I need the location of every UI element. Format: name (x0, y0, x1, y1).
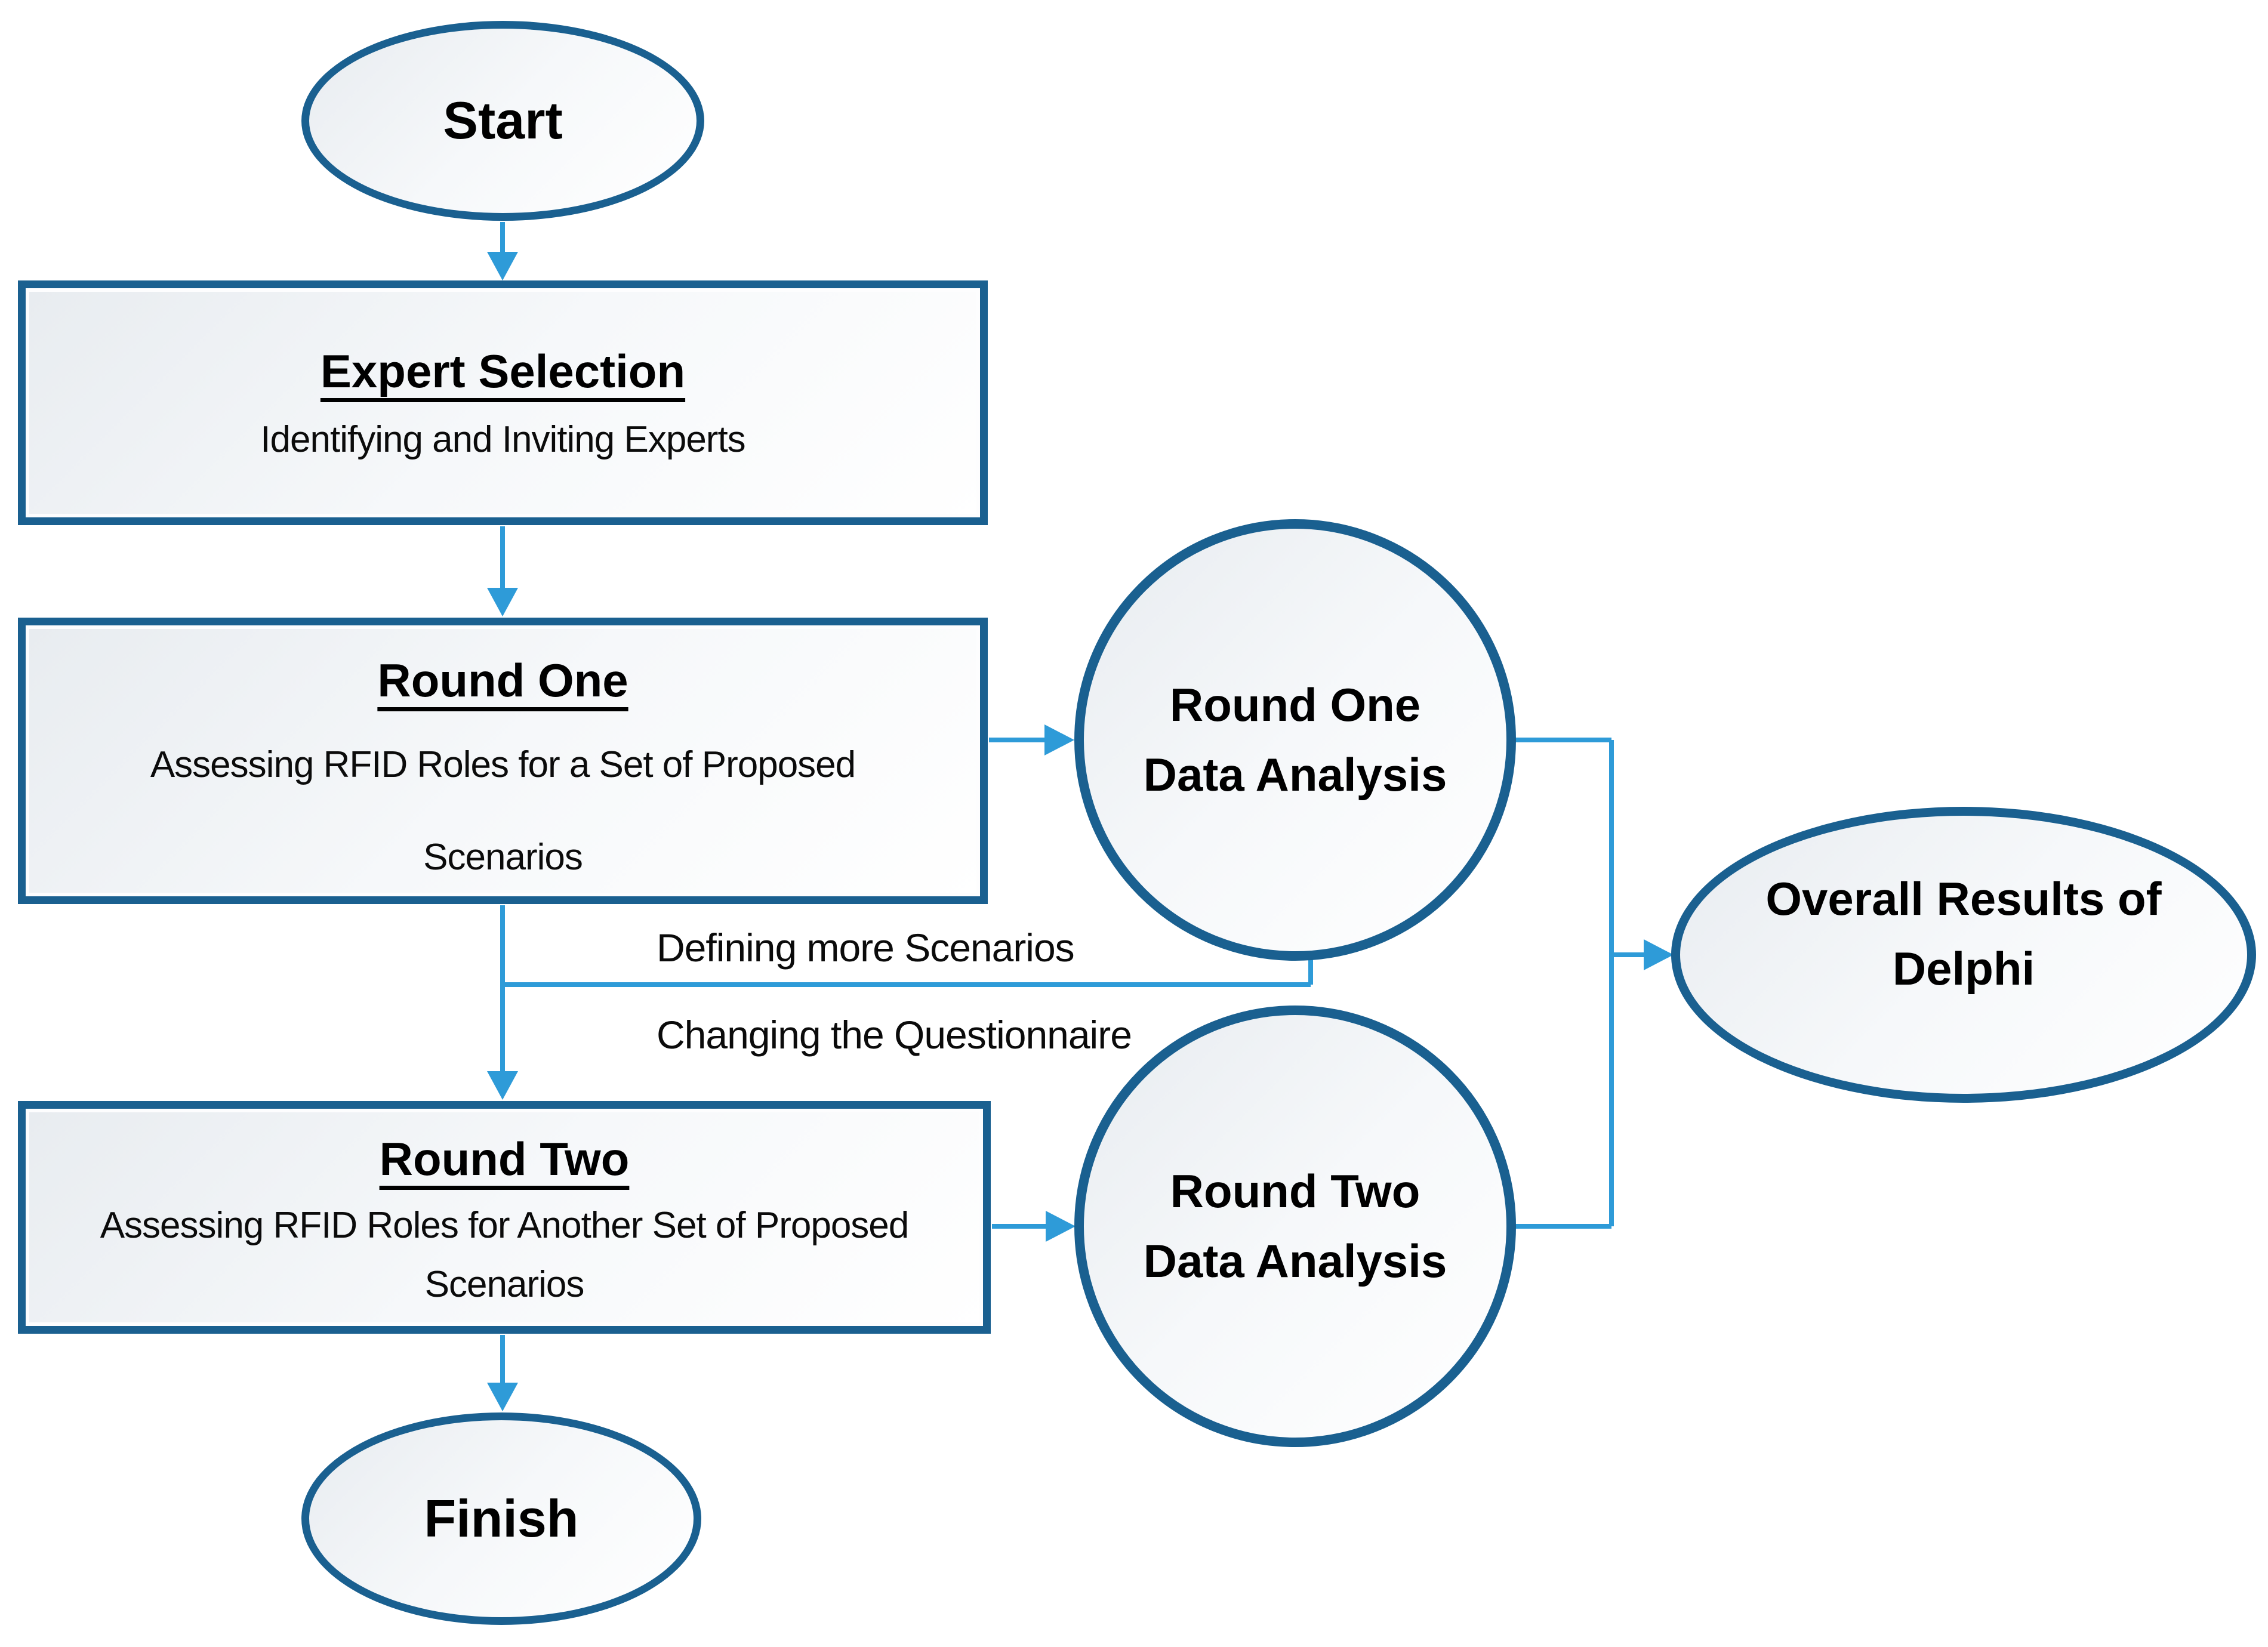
round-one-subtitle: Assessing RFID Roles for a Set of Propos… (150, 718, 856, 903)
overall-results-line1: Overall Results of (1765, 872, 2162, 925)
round-two-analysis-node: Round Two Data Analysis (1074, 1006, 1516, 1447)
round-one-analysis-line2: Data Analysis (1143, 748, 1447, 801)
round-one-title: Round One (377, 654, 628, 707)
arrowhead-start-to-expert (487, 252, 518, 280)
arrowhead-round2-to-analysis2 (1046, 1211, 1076, 1242)
expert-selection-node: Expert Selection Identifying and Invitin… (18, 280, 988, 525)
round-two-subtitle-line1: Assessing RFID Roles for Another Set of … (100, 1204, 910, 1246)
round-one-analysis-node: Round One Data Analysis (1074, 519, 1516, 961)
feedback-label-line2: Changing the Questionnaire (657, 1013, 1132, 1057)
arrowhead-round2-to-finish (487, 1383, 518, 1411)
arrowhead-round1-to-analysis1 (1044, 724, 1074, 755)
expert-selection-title: Expert Selection (320, 344, 686, 397)
arrowhead-expert-to-round1 (487, 588, 518, 616)
round-two-subtitle: Assessing RFID Roles for Another Set of … (100, 1196, 910, 1314)
round-two-title: Round Two (379, 1133, 630, 1185)
feedback-label-line1: Defining more Scenarios (657, 926, 1075, 970)
round-one-analysis-line1: Round One (1169, 678, 1421, 731)
overall-results-line2: Delphi (1892, 942, 2035, 995)
overall-results-node: Overall Results of Delphi (1671, 807, 2256, 1103)
round-one-node: Round One Assessing RFID Roles for a Set… (18, 618, 988, 904)
round-two-subtitle-line2: Scenarios (424, 1263, 585, 1305)
round-two-analysis-label: Round Two Data Analysis (1144, 1156, 1447, 1296)
finish-node: Finish (301, 1412, 701, 1625)
round-two-node: Round Two Assessing RFID Roles for Anoth… (18, 1101, 991, 1334)
round-two-analysis-line1: Round Two (1170, 1165, 1420, 1217)
round-one-analysis-label: Round One Data Analysis (1144, 670, 1447, 810)
round-one-subtitle-line1: Assessing RFID Roles for a Set of Propos… (150, 744, 856, 785)
finish-label: Finish (424, 1488, 579, 1548)
expert-selection-subtitle: Identifying and Inviting Experts (260, 419, 745, 461)
arrowhead-spine-to-overall (1644, 939, 1674, 970)
start-node: Start (301, 21, 704, 221)
round-two-analysis-line2: Data Analysis (1143, 1235, 1447, 1287)
start-label: Start (443, 91, 563, 150)
overall-results-label: Overall Results of Delphi (1765, 864, 2161, 1004)
round-one-subtitle-line2: Scenarios (423, 836, 583, 878)
arrowhead-round1-to-round2 (487, 1071, 518, 1100)
